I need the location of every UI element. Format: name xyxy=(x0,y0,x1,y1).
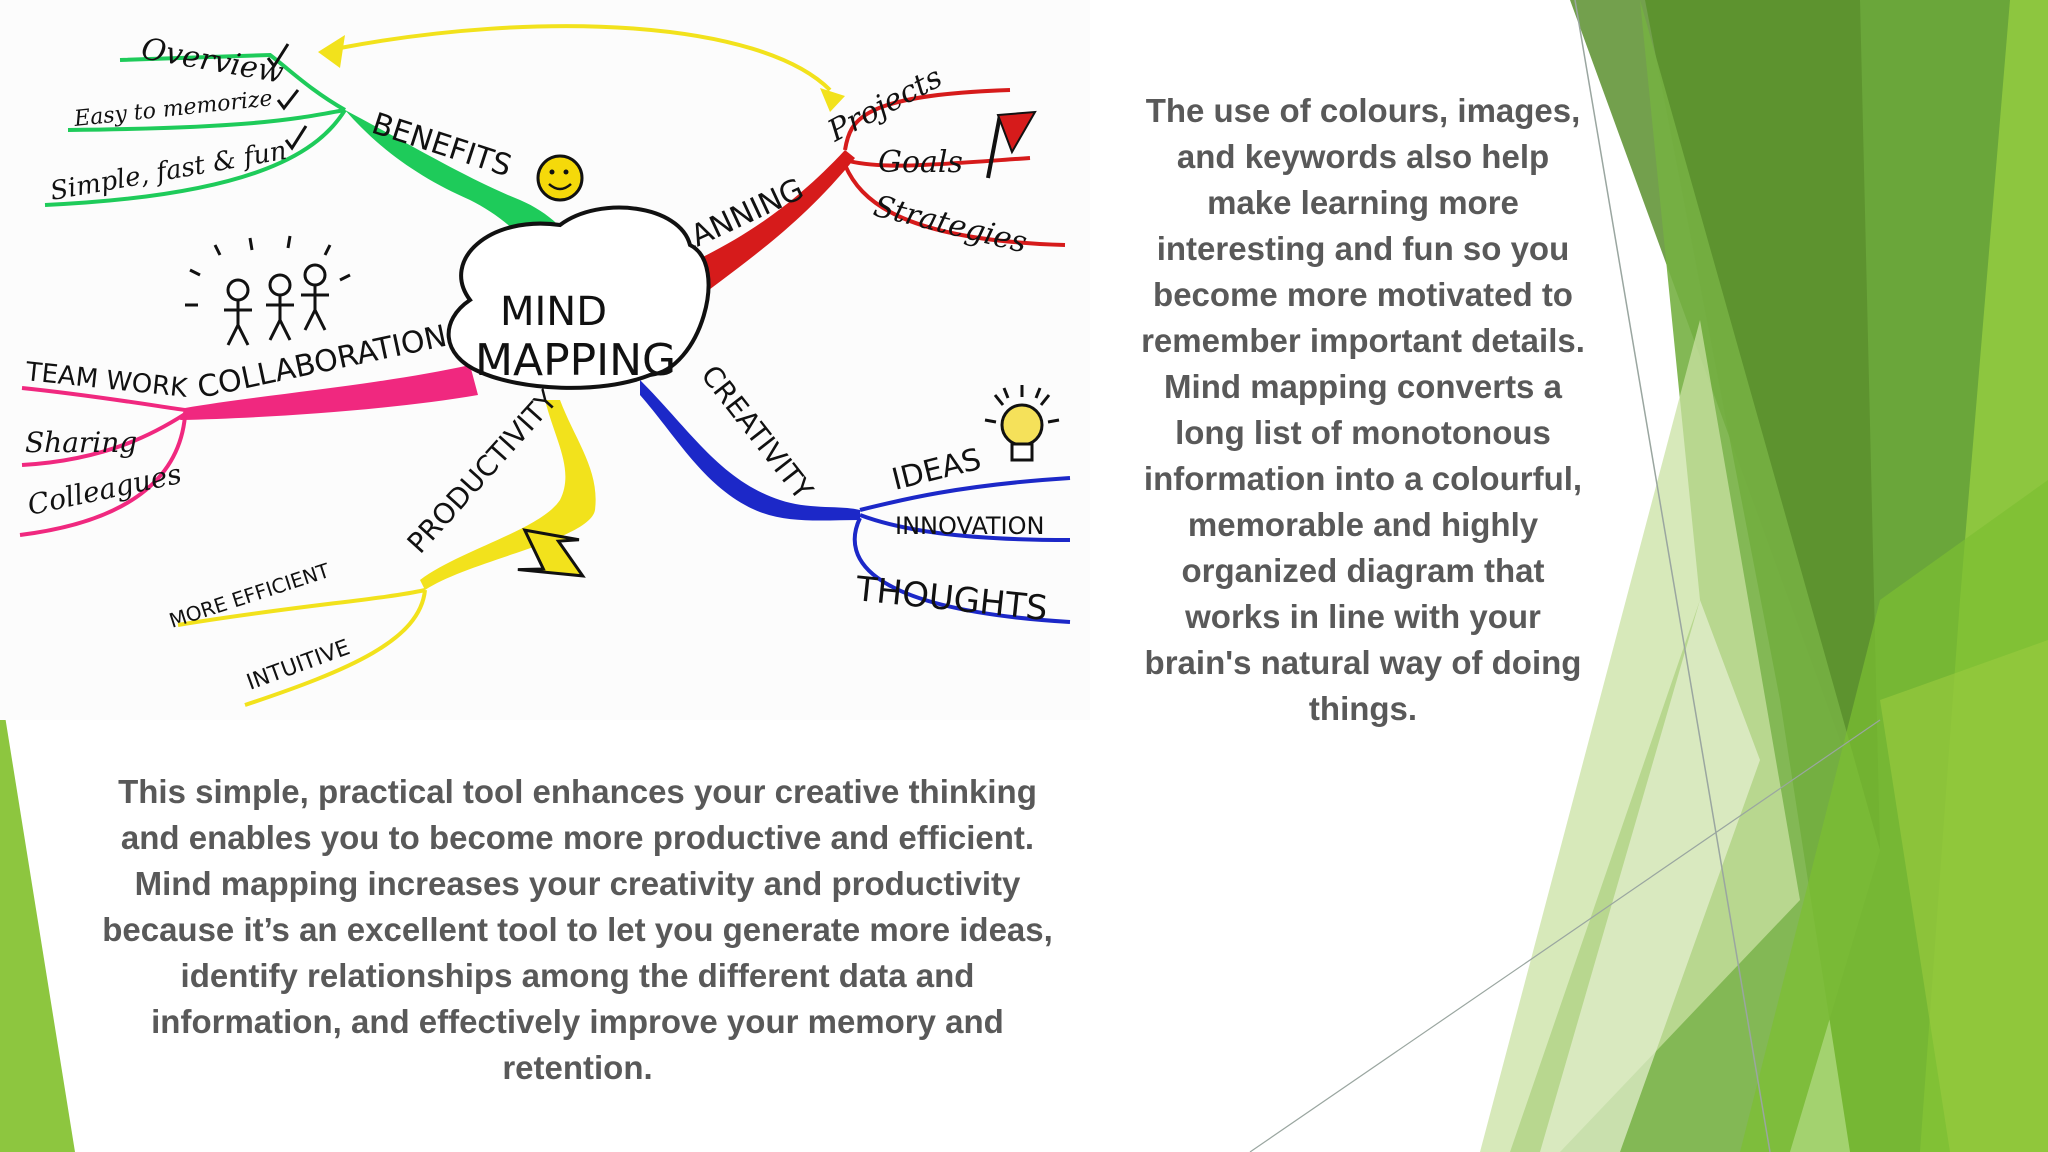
collab-line-sharing xyxy=(21,412,187,467)
lightbulb-icon xyxy=(984,385,1060,462)
facet-pale xyxy=(1480,320,1800,1152)
benefits-line-overview xyxy=(119,52,346,112)
facet-lower-bright xyxy=(1880,640,2048,1152)
central-node xyxy=(446,205,711,390)
creativity-line-ideas xyxy=(859,476,1071,512)
planning-branch xyxy=(665,150,855,305)
planning-item-goals: Goals xyxy=(878,145,963,180)
paragraph-bottom: This simple, practical tool enhances you… xyxy=(102,773,1053,1086)
red-flag-icon xyxy=(986,110,1037,179)
collaboration-branch xyxy=(180,365,478,420)
left-green-sliver xyxy=(0,685,75,1152)
mind-map-illustration: Overview Easy to memorize Simple, fast &… xyxy=(0,0,1090,720)
arrow-head-right xyxy=(820,88,845,112)
collab-item-sharing: Sharing xyxy=(25,426,137,459)
paragraph-right: The use of colours, images, and keywords… xyxy=(1141,92,1585,727)
planning-line-projects xyxy=(843,88,1011,151)
lightning-bolt-icon xyxy=(517,528,586,578)
smiley-icon xyxy=(536,154,584,202)
arrow-head-left xyxy=(318,35,345,68)
planning-line-strategies xyxy=(843,164,1066,247)
center-label-line2: MAPPING xyxy=(475,335,676,386)
thin-line-2 xyxy=(1249,719,1881,1152)
collab-line-colleagues xyxy=(19,415,187,537)
checkmark-icon xyxy=(266,43,308,151)
benefits-line-memorize xyxy=(67,108,346,132)
collab-line-teamwork xyxy=(21,386,186,412)
facet-paler xyxy=(1540,600,1760,1152)
creativity-item-innovation: INNOVATION xyxy=(895,512,1044,540)
productivity-branch xyxy=(420,400,596,590)
center-label-line1: MIND xyxy=(500,289,607,335)
productivity-line-intuitive xyxy=(244,589,427,707)
planning-line-goals xyxy=(844,156,1031,168)
productivity-line-efficient xyxy=(177,588,426,627)
creativity-line-thoughts xyxy=(852,517,1071,624)
creativity-branch xyxy=(640,380,860,521)
stick-figures-icon xyxy=(185,235,351,346)
arrow-projects-to-overview xyxy=(339,24,832,92)
thin-line-1 xyxy=(1574,0,1771,1152)
benefits-line-simple xyxy=(44,108,347,207)
creativity-line-innovation xyxy=(859,513,1071,542)
